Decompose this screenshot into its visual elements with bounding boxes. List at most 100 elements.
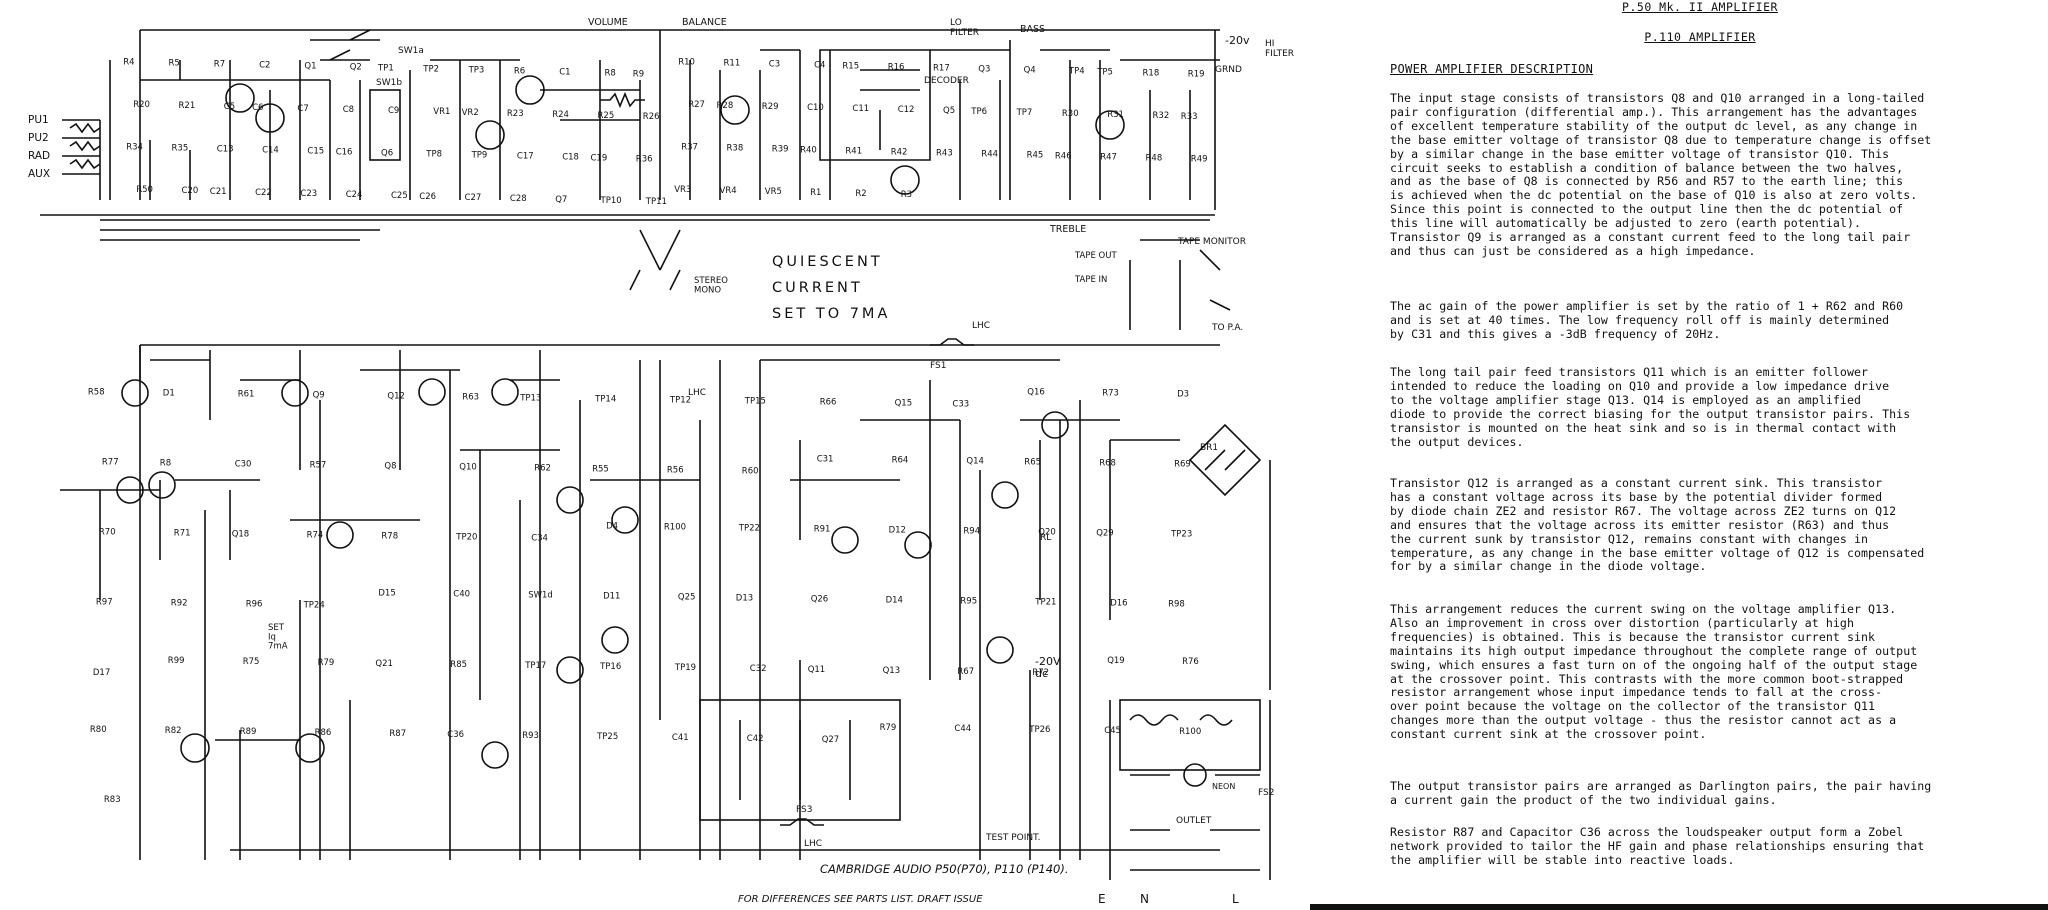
component-label-r5: R5 <box>169 59 180 69</box>
component-label-q7: Q7 <box>555 195 567 205</box>
component-label-r8: R8 <box>160 458 171 468</box>
component-label-q8: Q8 <box>384 461 396 471</box>
component-label-r31: R31 <box>1107 110 1124 120</box>
component-label-r39: R39 <box>772 145 789 155</box>
component-label-tp22: TP22 <box>738 524 760 534</box>
component-label-r67: R67 <box>957 667 974 677</box>
component-label-d1: D1 <box>163 388 175 398</box>
component-label-q21: Q21 <box>375 659 393 669</box>
component-label-q27: Q27 <box>822 735 840 745</box>
component-label-r9: R9 <box>633 70 644 80</box>
component-label-r47: R47 <box>1100 153 1117 163</box>
doc-title-1: P.50 Mk. II AMPLIFIER <box>1622 0 1778 14</box>
component-label-r95: R95 <box>960 597 977 607</box>
quiescent-note-line-2: CURRENT <box>772 280 863 296</box>
component-label-r27: R27 <box>688 100 705 110</box>
component-label-r58: R58 <box>88 387 105 397</box>
input-aux-label: AUX <box>28 168 50 180</box>
component-label-tp24: TP24 <box>303 601 325 611</box>
live-terminal-label: L <box>1232 892 1239 906</box>
power-amplifier-description: P.50 Mk. II AMPLIFIER P.110 AMPLIFIER PO… <box>1380 0 2020 910</box>
component-label-r19: R19 <box>1188 70 1205 80</box>
component-label-c12: C12 <box>898 105 915 115</box>
input-rad-label: RAD <box>28 150 50 162</box>
lhc-label-2: LHC <box>688 388 706 398</box>
component-label-r15: R15 <box>842 62 859 72</box>
component-label-c17: C17 <box>517 152 534 162</box>
component-label-q11: Q11 <box>808 665 826 675</box>
component-label-r40: R40 <box>800 146 817 156</box>
component-label-r42: R42 <box>891 148 908 158</box>
paragraph-long-tail-feed: The long tail pair feed transistors Q11 … <box>1390 365 1911 449</box>
component-label-r23: R23 <box>507 109 524 119</box>
component-label-r30: R30 <box>1062 109 1079 119</box>
grnd-label: GRND <box>1215 65 1242 75</box>
component-label-tp10: TP10 <box>600 196 622 206</box>
component-label-r25: R25 <box>598 111 615 121</box>
component-label-c4: C4 <box>814 61 825 71</box>
component-label-c7: C7 <box>297 104 308 114</box>
doc-heading: POWER AMPLIFIER DESCRIPTION <box>1390 62 1594 76</box>
component-label-c18: C18 <box>562 153 579 163</box>
schematic-footer-line-1: CAMBRIDGE AUDIO P50(P70), P110 (P140). <box>820 862 1069 876</box>
component-label-r55: R55 <box>592 464 609 474</box>
component-label-c31: C31 <box>817 454 834 464</box>
component-label-c1: C1 <box>559 68 570 78</box>
component-label-q5: Q5 <box>943 106 955 116</box>
component-label-q15: Q15 <box>895 398 913 408</box>
fs1-label: FS1 <box>930 361 946 371</box>
component-label-r68: R68 <box>1099 458 1116 468</box>
component-label-c10: C10 <box>807 103 824 113</box>
schematic-wiring <box>40 29 1271 880</box>
component-label-q16: Q16 <box>1027 387 1045 397</box>
paragraph-input-stage: The input stage consists of transistors … <box>1390 91 1932 258</box>
paragraph-darlington: The output transistor pairs are arranged… <box>1390 779 1932 807</box>
component-label-vr1: VR1 <box>433 107 450 117</box>
component-label-q26: Q26 <box>811 595 829 605</box>
component-label-c19: C19 <box>591 154 608 164</box>
component-label-c14: C14 <box>262 146 279 156</box>
component-label-r32: R32 <box>1153 111 1170 121</box>
component-label-r73: R73 <box>1102 388 1119 398</box>
component-label-tp4: TP4 <box>1068 67 1085 77</box>
component-label-r74: R74 <box>307 531 324 541</box>
component-label-q6: Q6 <box>381 149 393 159</box>
component-label-r6: R6 <box>514 67 525 77</box>
component-label-tp26: TP26 <box>1028 725 1050 735</box>
component-label-r1: R1 <box>810 188 821 198</box>
component-label-r76: R76 <box>1182 657 1199 667</box>
component-label-r82: R82 <box>165 726 182 736</box>
bridge-label: BR1 <box>1200 443 1218 453</box>
component-label-r94: R94 <box>963 527 980 537</box>
component-label-q10: Q10 <box>459 462 477 472</box>
component-label-r75: R75 <box>243 657 260 667</box>
component-label-r41: R41 <box>845 147 862 157</box>
component-label-d17: D17 <box>93 668 110 678</box>
component-label-r100: R100 <box>1179 727 1201 737</box>
component-label-d16: D16 <box>1110 599 1127 609</box>
component-label-d15: D15 <box>378 589 395 599</box>
paragraph-ac-gain: The ac gain of the power amplifier is se… <box>1390 299 1904 341</box>
component-label-q13: Q13 <box>883 666 901 676</box>
component-label-r66: R66 <box>820 397 837 407</box>
bass-label: BASS <box>1020 24 1045 35</box>
component-label-tp9: TP9 <box>471 151 488 161</box>
component-label-r85: R85 <box>450 660 467 670</box>
component-label-c41: C41 <box>672 733 689 743</box>
quiescent-note-line-1: QUIESCENT <box>772 254 883 270</box>
component-label-c40: C40 <box>453 590 470 600</box>
component-label-r2: R2 <box>855 189 866 199</box>
balance-label: BALANCE <box>682 17 727 28</box>
component-label-r79: R79 <box>880 723 897 733</box>
component-label-d12: D12 <box>889 526 906 536</box>
paragraph-crossover: This arrangement reduces the current swi… <box>1390 602 1918 742</box>
fs3-label: FS3 <box>796 805 812 815</box>
input-pu1-label: PU1 <box>28 114 49 126</box>
component-label-vr3: VR3 <box>674 185 691 195</box>
treble-label: TREBLE <box>1049 224 1086 235</box>
component-label-c32: C32 <box>750 664 767 674</box>
